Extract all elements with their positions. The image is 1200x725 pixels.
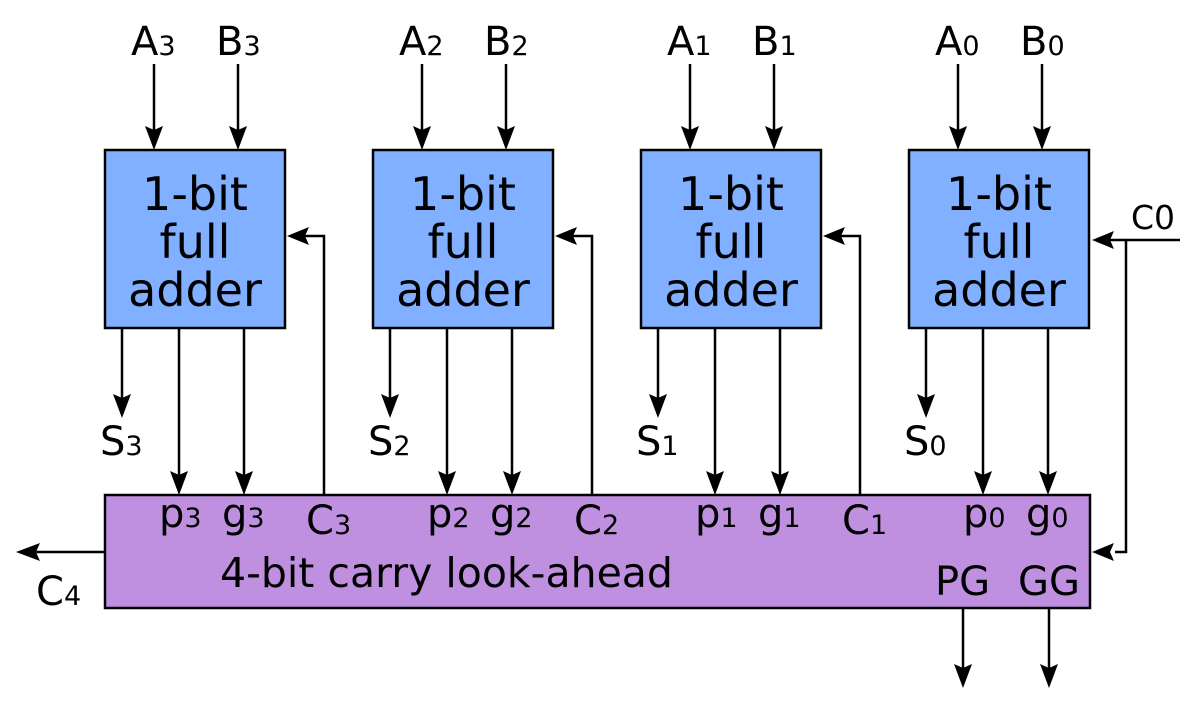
propagate-label: p3 [159, 491, 202, 537]
full-adder-text-line: 1-bit [410, 167, 516, 221]
sum-label: S2 [368, 419, 411, 465]
pg-arrowhead [954, 664, 972, 688]
propagate-arrowhead [974, 471, 992, 495]
input-b-label: B3 [216, 19, 261, 65]
carry-in-wire [1115, 238, 1180, 554]
generate-arrowhead [235, 471, 253, 495]
full-adder-text-line: full [428, 215, 499, 269]
input-b-arrowhead [229, 126, 247, 150]
full-adder-text-line: adder [664, 263, 798, 317]
input-a-label: A1 [667, 19, 712, 65]
generate-label: g1 [758, 491, 801, 537]
full-adder-text-line: 1-bit [142, 167, 248, 221]
input-a-label: A3 [131, 19, 176, 65]
full-adder-box [639, 148, 823, 330]
input-a-label: A0 [935, 19, 980, 65]
input-a-arrowhead [145, 126, 163, 150]
input-b-arrowhead [765, 126, 783, 150]
propagate-arrowhead [438, 471, 456, 495]
gg-label: GG [1018, 559, 1080, 605]
generate-label: g3 [222, 491, 265, 537]
gg-arrowhead [1040, 664, 1058, 688]
full-adder-text-line: full [160, 215, 231, 269]
propagate-label: p1 [695, 491, 738, 537]
propagate-label: p0 [963, 491, 1006, 537]
generate-arrowhead [503, 471, 521, 495]
carry-in-adder-arrowhead [1092, 231, 1114, 249]
sum-arrowhead [113, 394, 131, 418]
generate-label: g2 [490, 491, 533, 537]
full-adder-text-line: full [964, 215, 1035, 269]
carry-arrowhead [287, 227, 309, 245]
sum-arrowhead [917, 394, 935, 418]
full-adder-text-line: full [696, 215, 767, 269]
input-a-label: A2 [399, 19, 444, 65]
carry-label: C3 [306, 498, 351, 544]
full-adder-text-line: adder [396, 263, 530, 317]
input-b-arrowhead [1033, 126, 1051, 150]
full-adder-text-line: adder [932, 263, 1066, 317]
carry-wire [571, 234, 594, 495]
generate-arrowhead [1039, 471, 1057, 495]
input-b-label: B1 [752, 19, 797, 65]
full-adder-box [103, 148, 287, 330]
carry-out-arrowhead [16, 543, 40, 561]
generate-label: g0 [1026, 491, 1069, 537]
carry-label: C2 [574, 498, 619, 544]
propagate-label: p2 [427, 491, 470, 537]
full-adder-text-line: 1-bit [946, 167, 1052, 221]
full-adder-text-line: 1-bit [678, 167, 784, 221]
carry-lookahead-box [103, 493, 1092, 610]
generate-arrowhead [771, 471, 789, 495]
sum-label: S3 [100, 419, 143, 465]
carry-wire [839, 234, 862, 495]
full-adder-box [371, 148, 555, 330]
carry-arrowhead [823, 227, 845, 245]
carry-in: C0 [1092, 198, 1180, 561]
sum-label: S0 [904, 419, 947, 465]
sum-label: S1 [636, 419, 679, 465]
carry-out-label: C4 [36, 569, 81, 615]
carry-label: C1 [842, 498, 887, 544]
input-a-arrowhead [413, 126, 431, 150]
sum-arrowhead [649, 394, 667, 418]
input-b-arrowhead [497, 126, 515, 150]
pg-label: PG [935, 559, 990, 605]
input-a-arrowhead [949, 126, 967, 150]
cla-label: 4-bit carry look-ahead [220, 549, 673, 597]
input-a-arrowhead [681, 126, 699, 150]
full-adder-text-line: adder [128, 263, 262, 317]
sum-arrowhead [381, 394, 399, 418]
full-adder-box [907, 148, 1091, 330]
input-b-label: B0 [1020, 19, 1065, 65]
propagate-arrowhead [170, 471, 188, 495]
carry-arrowhead [555, 227, 577, 245]
carry-in-label: C0 [1131, 198, 1175, 237]
cla-outputs: PG GG [935, 559, 1080, 688]
carry-out: C4 [16, 543, 105, 615]
carry-wire [303, 234, 326, 495]
propagate-arrowhead [706, 471, 724, 495]
carry-in-cla-arrowhead [1092, 543, 1114, 561]
input-b-label: B2 [484, 19, 529, 65]
